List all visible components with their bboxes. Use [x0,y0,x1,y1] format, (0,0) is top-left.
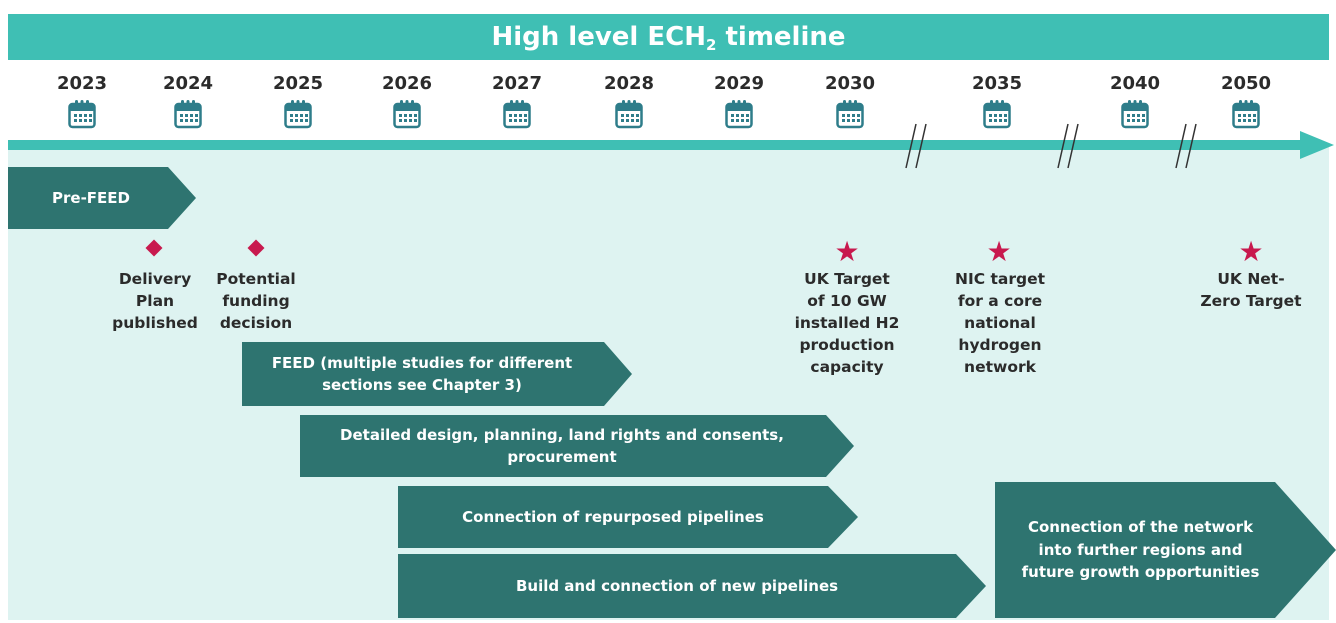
title-suffix: timeline [716,22,846,52]
year-label-2027: 2027 [491,73,543,94]
milestone-line: production [799,336,895,354]
phase-label-line: procurement [507,448,617,466]
phase-label-line: sections see Chapter 3) [322,376,522,394]
milestone-line: Delivery [118,270,192,288]
milestone-line: UK Target [804,270,890,288]
calendar-icon [68,99,96,129]
phase-label-line: future growth opportunities [1021,563,1260,582]
phase-repurposed-pipelines: Connection of repurposed pipelines [398,486,858,548]
milestone-net-zero: UK Net- Zero Target [1196,268,1306,312]
phase-label: Connection of repurposed pipelines [462,507,764,526]
year-label-2028: 2028 [603,73,655,94]
calendar-icon [1121,99,1149,129]
phase-network-expansion: Connection of the network into further r… [995,482,1336,618]
calendar-icon [174,99,202,129]
calendar-icon [983,99,1011,129]
axis-break-icon [1057,123,1079,169]
milestone-line: network [964,358,1036,376]
calendar-icon [284,99,312,129]
year-label-2024: 2024 [162,73,214,94]
phase-label: Build and connection of new pipelines [515,576,839,595]
phase-label-block: Connection of the network into further r… [1022,516,1260,584]
phase-label-line: into further regions and [1038,540,1243,559]
milestone-line: Plan [135,292,175,310]
milestone-line: national [964,314,1036,332]
timeline-arrow-head [1300,131,1334,159]
calendar-icon [1232,99,1260,129]
phase-label-block: FEED (multiple studies for different sec… [272,352,572,397]
calendar-icon [393,99,421,129]
header-bar: High level ECH2 timeline [8,14,1329,60]
year-label-2030: 2030 [824,73,876,94]
phase-detailed-design: Detailed design, planning, land rights a… [300,415,854,477]
phase-label-line: Detailed design, planning, land rights a… [340,425,784,444]
star-icon: ★ [986,235,1012,268]
calendar-icon [836,99,864,129]
year-label-2023: 2023 [56,73,108,94]
star-icon: ★ [834,235,860,268]
milestone-line: installed H2 [794,314,900,332]
milestone-line: Potential [216,270,296,288]
year-label-2029: 2029 [713,73,765,94]
year-label-2025: 2025 [272,73,324,94]
phase-label-line: Connection of the network [1027,518,1254,537]
year-label-2026: 2026 [381,73,433,94]
milestone-line: for a core [957,292,1043,310]
milestone-line: NIC target [954,270,1046,288]
milestone-line: published [112,314,198,332]
milestone-delivery-plan: Delivery Plan published [110,268,200,334]
star-icon: ★ [1238,235,1264,268]
milestone-line: of 10 GW [807,292,887,310]
title-subscript: 2 [706,36,717,54]
milestone-line: funding [222,292,290,310]
milestone-line: hydrogen [958,336,1042,354]
timeline-axis [8,140,1308,150]
phase-pre-feed: Pre-FEED [8,167,196,229]
calendar-icon [725,99,753,129]
axis-break-icon [1175,123,1197,169]
phase-label-line: FEED (multiple studies for different [271,353,573,372]
phase-label-block: Detailed design, planning, land rights a… [340,424,784,469]
milestone-line: Zero Target [1200,292,1302,310]
milestone-uk-target: UK Target of 10 GW installed H2 producti… [782,268,912,378]
year-label-2040: 2040 [1109,73,1161,94]
milestone-line: UK Net- [1217,270,1285,288]
milestone-funding-decision: Potential funding decision [206,268,306,334]
year-label-2050: 2050 [1220,73,1272,94]
page-title: High level ECH2 timeline [8,14,1329,60]
axis-break-icon [905,123,927,169]
year-label-2035: 2035 [971,73,1023,94]
title-prefix: High level ECH [491,22,706,52]
calendar-icon [503,99,531,129]
milestone-nic-target: NIC target for a core national hydrogen … [940,268,1060,378]
phase-feed: FEED (multiple studies for different sec… [242,342,632,406]
phase-label: Pre-FEED [52,188,130,207]
milestone-line: capacity [810,358,884,376]
calendar-icon [615,99,643,129]
phase-new-pipelines: Build and connection of new pipelines [398,554,986,618]
milestone-line: decision [219,314,293,332]
